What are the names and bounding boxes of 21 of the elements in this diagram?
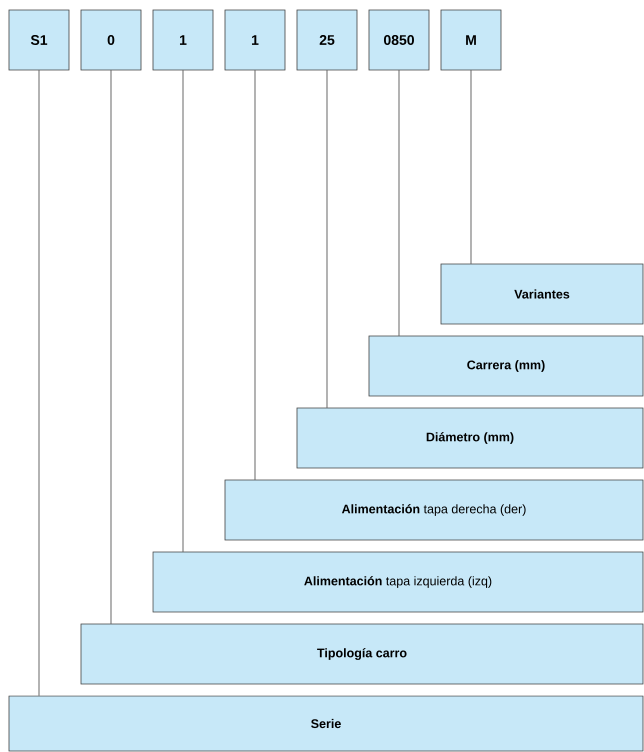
connector-line bbox=[326, 70, 328, 408]
field-box: Tipología carro bbox=[80, 624, 644, 684]
connector-line bbox=[182, 70, 184, 552]
code-box: 25 bbox=[296, 10, 358, 70]
connector-line bbox=[38, 70, 40, 696]
field-box: Alimentación tapa izquierda (izq) bbox=[152, 552, 644, 612]
field-box: Carrera (mm) bbox=[368, 336, 644, 396]
field-box: Alimentación tapa derecha (der) bbox=[224, 480, 644, 540]
field-box: Serie bbox=[8, 696, 644, 752]
code-box: M bbox=[440, 10, 502, 70]
connector-line bbox=[254, 70, 256, 480]
field-box: Variantes bbox=[440, 264, 644, 324]
code-box: 1 bbox=[224, 10, 286, 70]
connector-line bbox=[110, 70, 112, 624]
code-box: S1 bbox=[8, 10, 70, 70]
code-box: 1 bbox=[152, 10, 214, 70]
field-box: Diámetro (mm) bbox=[296, 408, 644, 468]
code-box: 0850 bbox=[368, 10, 430, 70]
code-box: 0 bbox=[80, 10, 142, 70]
connector-line bbox=[470, 70, 472, 264]
connector-line bbox=[398, 70, 400, 336]
